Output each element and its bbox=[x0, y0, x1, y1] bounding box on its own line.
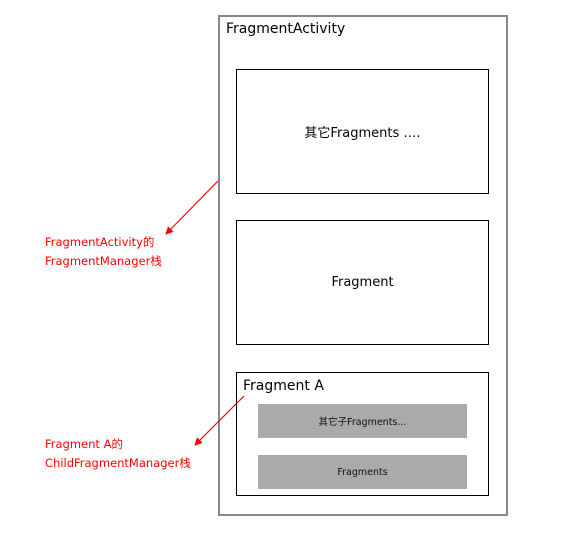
other-fragments-label: 其它Fragments …. bbox=[304, 126, 421, 141]
fragment-activity-title: FragmentActivity bbox=[226, 21, 346, 37]
child-fragment-manager-annotation-line1: Fragment A的 bbox=[45, 437, 123, 451]
fragment-a-box bbox=[236, 372, 489, 496]
fragment-manager-annotation-line2: FragmentManager栈 bbox=[45, 254, 162, 268]
fragment-label: Fragment bbox=[331, 275, 394, 290]
child-fragment-manager-annotation: Fragment A的 ChildFragmentManager栈 bbox=[45, 435, 191, 473]
fragment-manager-annotation-line1: FragmentActivity的 bbox=[45, 235, 155, 249]
other-child-fragments-box: 其它子Fragments... bbox=[258, 404, 467, 438]
other-fragments-box: 其它Fragments …. bbox=[236, 69, 489, 194]
other-child-fragments-label: 其它子Fragments... bbox=[318, 417, 407, 428]
fragment-activity-container bbox=[218, 15, 508, 516]
fragment-manager-arrow bbox=[165, 180, 219, 235]
child-fragments-label: Fragments bbox=[337, 466, 388, 478]
fragment-box: Fragment bbox=[236, 220, 489, 345]
fragment-manager-annotation: FragmentActivity的 FragmentManager栈 bbox=[45, 233, 162, 271]
child-fragment-manager-annotation-line2: ChildFragmentManager栈 bbox=[45, 456, 191, 470]
child-fragments-box: Fragments bbox=[258, 455, 467, 489]
child-fragment-manager-arrow bbox=[194, 395, 245, 446]
fragment-a-title: Fragment A bbox=[243, 378, 324, 394]
